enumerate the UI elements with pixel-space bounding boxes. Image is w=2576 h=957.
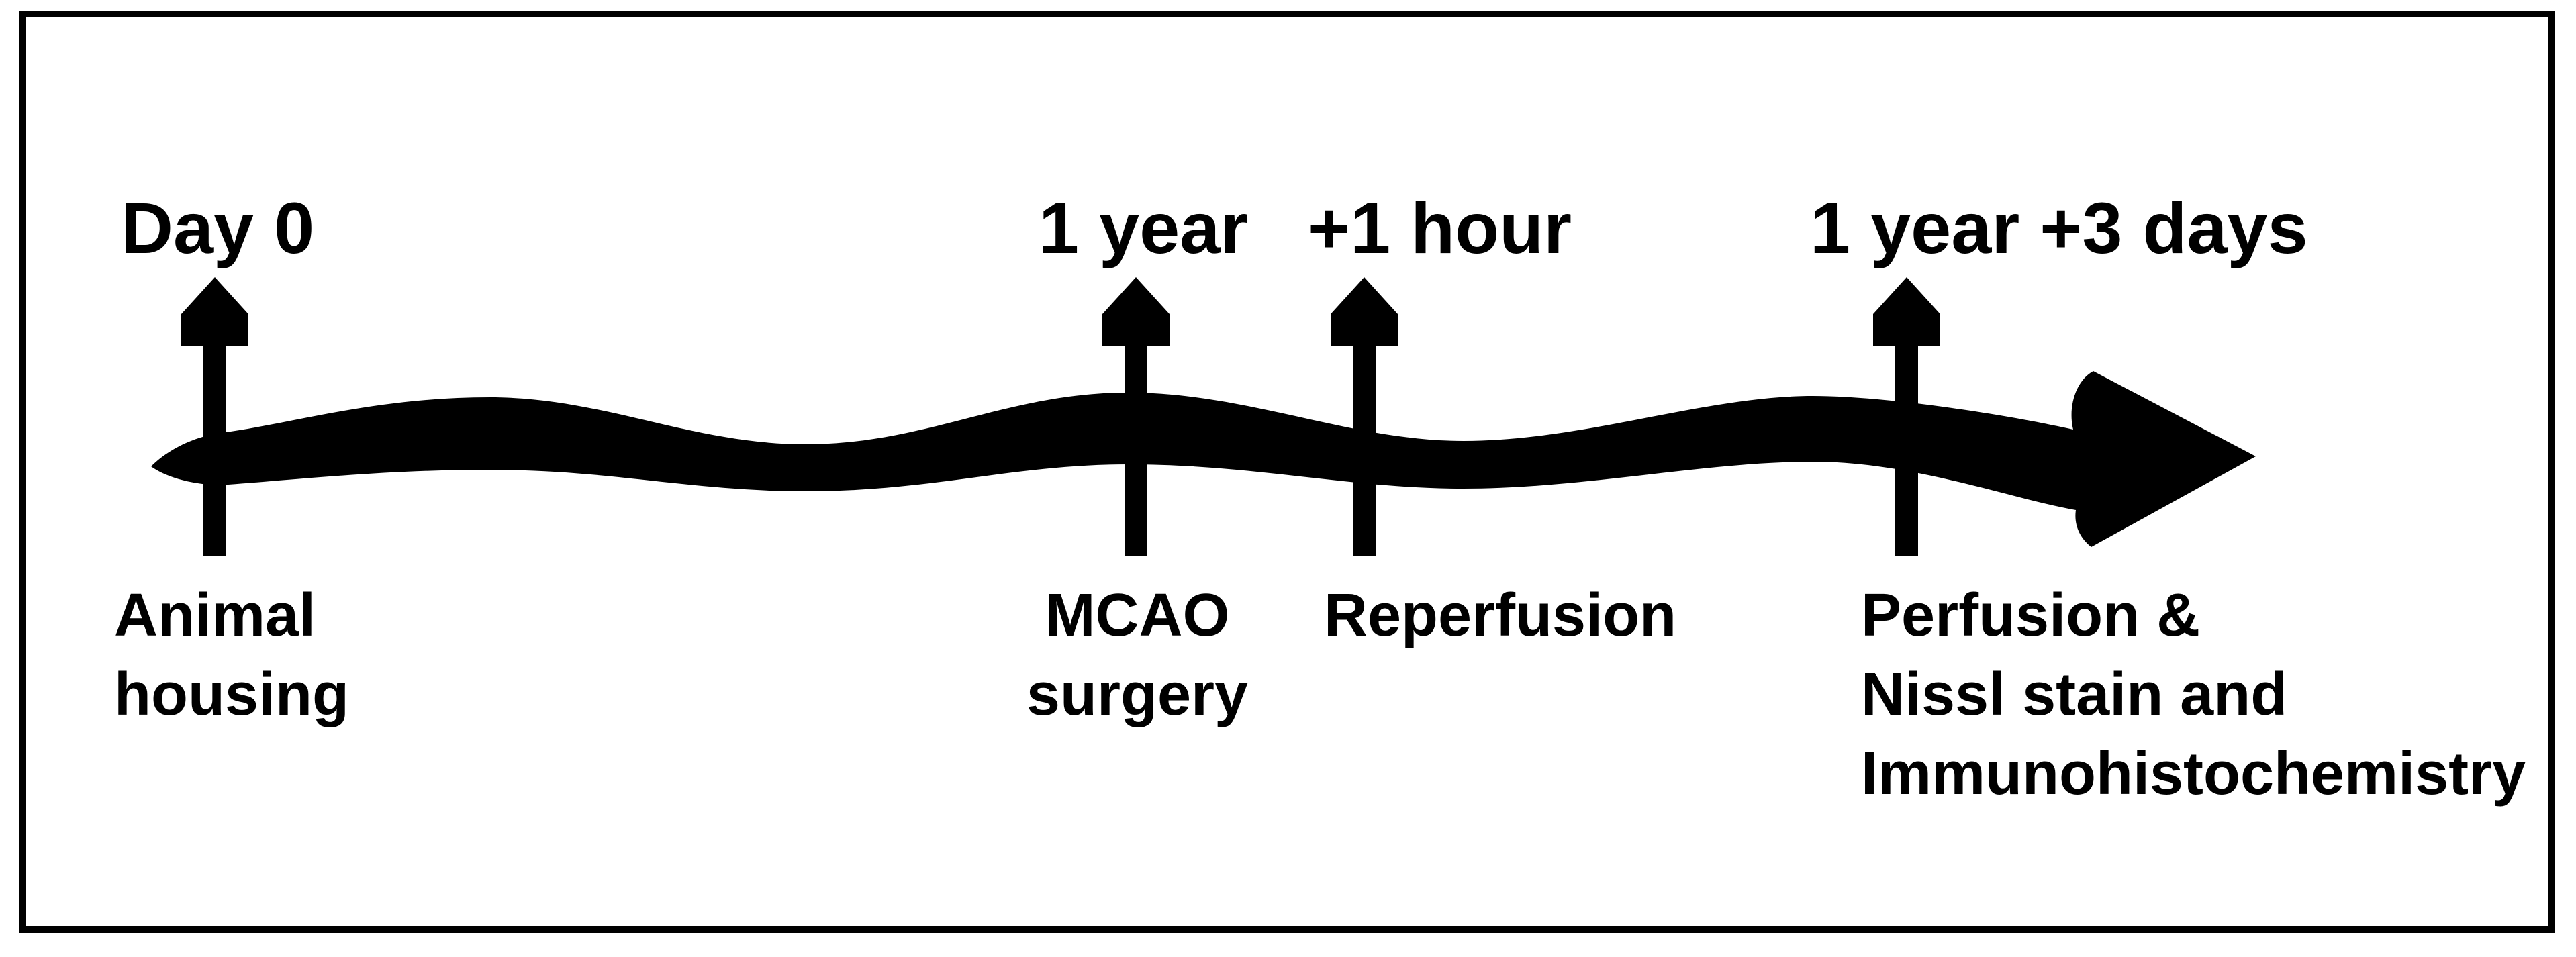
event-label-line: housing [114, 661, 349, 728]
up-arrow-icon-plus1hour [1331, 277, 1398, 556]
event-label-line: Nissl stain and [1861, 661, 2288, 728]
event-label-line: Immunohistochemistry [1861, 740, 2526, 807]
up-arrow-icon-1year [1102, 277, 1170, 556]
wavy-right-arrow-icon [151, 371, 2256, 547]
event-label-reperfusion: Reperfusion [1324, 576, 1676, 655]
figure-border-frame [19, 11, 2555, 933]
event-label-line: MCAO [1045, 582, 1230, 649]
time-label-day0: Day 0 [121, 187, 315, 268]
event-label-perfusion-nissl-ihc: Perfusion & Nissl stain and Immunohistoc… [1861, 576, 2526, 813]
event-label-mcao-surgery: MCAO surgery [1027, 576, 1248, 734]
up-arrow-icon-day0 [181, 277, 248, 556]
time-label-plus1hour: +1 hour [1308, 187, 1572, 268]
time-label-1year3days: 1 year +3 days [1810, 187, 2308, 268]
time-label-1year: 1 year [1039, 187, 1249, 268]
up-arrow-icon-1year3days [1873, 277, 1940, 556]
event-label-animal-housing: Animal housing [114, 576, 349, 734]
event-label-line: Perfusion & [1861, 582, 2201, 649]
event-label-line: surgery [1026, 661, 1249, 728]
event-label-line: Reperfusion [1324, 582, 1677, 649]
event-label-line: Animal [114, 582, 316, 649]
